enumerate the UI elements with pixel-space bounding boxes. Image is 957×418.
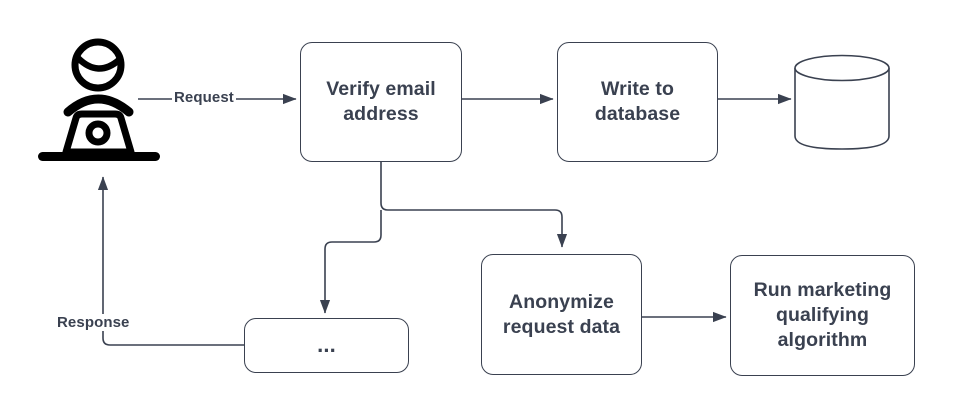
database-cylinder-icon[interactable]: [788, 52, 896, 152]
edge-label-request: Request: [172, 89, 236, 106]
node-run-marketing-qualifying-algorithm[interactable]: Run marketing qualifying algorithm: [730, 255, 915, 376]
node-anonymize-request-data[interactable]: Anonymize request data: [481, 254, 642, 375]
edge-ellipsis-to-actor: [97, 176, 244, 346]
node-label-run-marketing-qualifying-algorithm: Run marketing qualifying algorithm: [753, 279, 892, 351]
node-label-ellipsis: ...: [317, 332, 336, 358]
node-verify-email-address[interactable]: Verify email address: [300, 42, 462, 162]
node-label-anonymize-request-data: Anonymize request data: [502, 290, 621, 338]
node-label-write-to-database: Write to database: [594, 78, 681, 125]
node-label-verify-email-address: Verify email address: [326, 78, 436, 125]
edge-label-response: Response: [55, 314, 132, 331]
edge-verify-to-anonymize: [380, 162, 568, 248]
edge-verify-to-ellipsis: [319, 210, 382, 314]
node-ellipsis[interactable]: ...: [244, 318, 409, 373]
user-at-laptop-icon: [30, 34, 185, 174]
node-write-to-database[interactable]: Write to database: [557, 42, 718, 162]
